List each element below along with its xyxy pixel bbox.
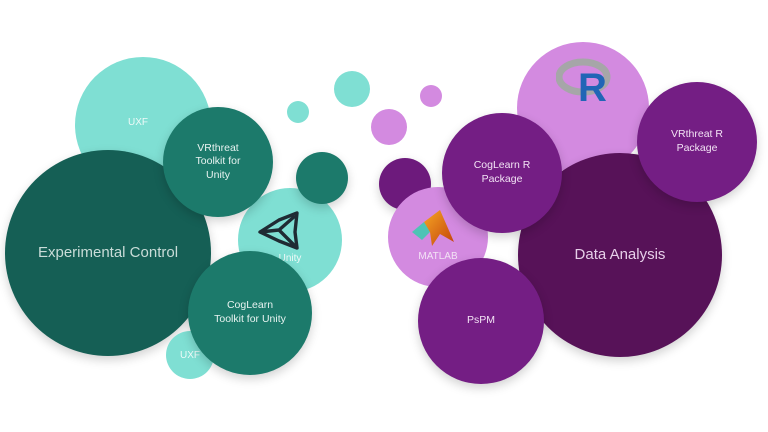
matlab-label: MATLAB [418,250,458,262]
matlab-logo-icon [412,209,454,246]
bubble-vrthreat-r: VRthreat R Package [637,82,757,202]
decorative-bubble-teal-small [287,101,309,123]
svg-text:R: R [578,66,607,105]
r-logo-icon: R [556,58,611,105]
vrthreat-toolkit-label-3: Unity [206,168,230,181]
bubble-vrthreat-toolkit: VRthreat Toolkit for Unity [163,107,273,217]
coglearn-toolkit-label-1: CogLearn [226,299,274,312]
vrthreat-r-label-1: VRthreat R [671,128,723,141]
bubble-pspm: PsPM [418,258,544,384]
coglearn-r-label-1: CogLearn R [473,159,531,172]
experimental-control-label: Experimental Control [37,244,179,262]
uxf-bottom-label: UXF [180,349,200,361]
uxf-top-label: UXF [128,116,148,128]
decorative-bubble-teal-medium [334,71,370,107]
decorative-bubble-pink-medium [371,109,407,145]
vrthreat-toolkit-label-2: Toolkit for [195,155,241,168]
bubble-coglearn-toolkit: CogLearn Toolkit for Unity [188,251,312,375]
coglearn-toolkit-label-2: Toolkit for Unity [214,313,286,325]
vrthreat-r-label-2: Package [676,142,718,154]
data-analysis-label: Data Analysis [574,246,666,264]
bubble-small-teal-dark [296,152,348,204]
bubble-coglearn-r: CogLearn R Package [442,113,562,233]
vrthreat-toolkit-label-1: VRthreat [197,141,239,154]
decorative-bubble-pink-small [420,85,442,107]
unity-label: Unity [278,252,302,264]
unity-logo-icon [258,210,299,250]
coglearn-r-label-2: Package [481,173,523,185]
pspm-label: PsPM [466,314,495,327]
